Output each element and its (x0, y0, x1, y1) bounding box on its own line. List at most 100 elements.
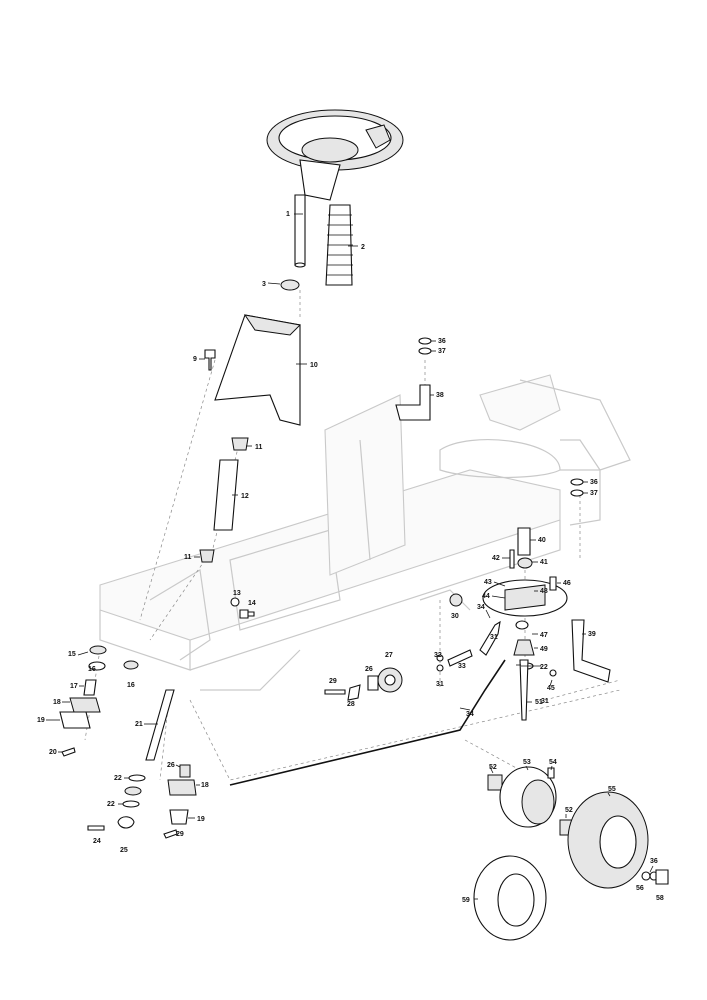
callout-label: 28 (347, 701, 355, 708)
bushing (280, 279, 300, 291)
pivot-arm (395, 384, 431, 421)
callout-label: 30 (451, 613, 459, 620)
bolt (163, 829, 178, 839)
callout-label: 45 (547, 685, 555, 692)
callout-label: 17 (70, 683, 78, 690)
washer (122, 800, 140, 808)
callout-label: 13 (233, 590, 241, 597)
stub-axle (571, 619, 611, 683)
callout-label: 2 (361, 244, 365, 251)
callout-label: 11 (255, 444, 263, 451)
callout-label: 27 (385, 652, 393, 659)
bearing-housing (167, 779, 197, 796)
callout-label: 9 (193, 356, 197, 363)
callout-label: 44 (482, 593, 490, 600)
callout-label: 49 (540, 646, 548, 653)
callout-label: 36 (438, 338, 446, 345)
nut (436, 664, 444, 672)
steering-tube (213, 459, 239, 531)
spring (447, 649, 473, 667)
callout-label: 36 (590, 479, 598, 486)
bushing-upper (231, 437, 249, 451)
bushing (179, 764, 191, 778)
shaft (145, 689, 175, 761)
callout-label: 40 (538, 537, 546, 544)
callout-label: 16 (88, 666, 96, 673)
callout-layer: 1 2 3 9 10 11 11 12 13 14 15 16 16 17 18… (37, 211, 664, 904)
callout-label: 34 (477, 604, 485, 611)
callout-label: 52 (565, 807, 573, 814)
spacer (83, 679, 97, 696)
callout-label: 58 (656, 895, 664, 902)
callout-label: 15 (68, 651, 76, 658)
bellows-gaiter (325, 204, 353, 286)
callout-label: 14 (248, 600, 256, 607)
callout-label: 16 (127, 682, 135, 689)
steering-plate-assembly (482, 527, 568, 721)
callout-label: 48 (540, 588, 548, 595)
washer (418, 347, 432, 355)
callout-label: 19 (37, 717, 45, 724)
callout-label: 42 (492, 555, 500, 562)
nut (436, 654, 444, 662)
callout-label: 31 (490, 634, 498, 641)
bushing (123, 660, 139, 670)
callout-label: 22 (114, 775, 122, 782)
callout-label: 46 (563, 580, 571, 587)
washer (128, 774, 146, 782)
steering-column-cover (214, 314, 302, 426)
callout-label: 41 (540, 559, 548, 566)
clip (117, 816, 135, 829)
callout-label: 20 (49, 749, 57, 756)
washer (570, 478, 584, 486)
callout-label: 12 (241, 493, 249, 500)
callout-label: 26 (167, 762, 175, 769)
callout-label: 34 (466, 711, 474, 718)
sector-gear-assembly (324, 667, 403, 701)
callout-label: 1 (286, 211, 290, 218)
callout-label: 47 (540, 632, 548, 639)
callout-label: 18 (201, 782, 209, 789)
bearing-housing (69, 697, 101, 713)
callout-label: 32 (434, 652, 442, 659)
washer (230, 597, 240, 607)
callout-label: 54 (549, 759, 557, 766)
callout-label: 24 (93, 838, 101, 845)
callout-label: 55 (608, 786, 616, 793)
callout-label: 10 (310, 362, 318, 369)
callout-label: 37 (438, 348, 446, 355)
callout-label: 39 (588, 631, 596, 638)
drag-link-rod (229, 659, 506, 786)
bracket (169, 809, 189, 825)
callout-label: 31 (436, 681, 444, 688)
steering-shaft (294, 194, 306, 268)
callout-label: 21 (135, 721, 143, 728)
bushing (89, 645, 107, 655)
callout-label: 3 (262, 281, 266, 288)
callout-label: 53 (523, 759, 531, 766)
bushing-lower (199, 549, 215, 563)
callout-label: 52 (489, 764, 497, 771)
washer (570, 489, 584, 497)
callout-label: 25 (120, 847, 128, 854)
callout-label: 29 (176, 831, 184, 838)
callout-label: 38 (436, 392, 444, 399)
callout-label: 18 (53, 699, 61, 706)
bracket (59, 711, 91, 729)
callout-label: 36 (650, 858, 658, 865)
callout-label: 31 (541, 698, 549, 705)
callout-label: 29 (329, 678, 337, 685)
callout-label: 11 (184, 554, 192, 561)
bushing (449, 593, 463, 607)
bushing (124, 786, 142, 796)
bolt (204, 349, 216, 371)
callout-label: 26 (365, 666, 373, 673)
callout-label: 33 (458, 663, 466, 670)
callout-label: 19 (197, 816, 205, 823)
callout-label: 59 (462, 897, 470, 904)
pin (87, 825, 105, 831)
callout-label: 43 (484, 579, 492, 586)
bent-rod (479, 620, 501, 656)
callout-label: 51 (535, 699, 543, 706)
